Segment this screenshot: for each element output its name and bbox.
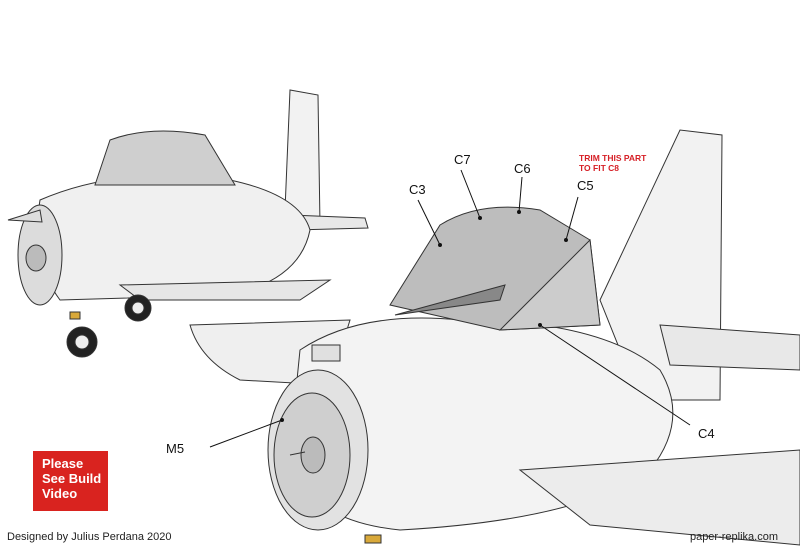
video-box-line3: Video <box>42 486 78 501</box>
label-c4: C4 <box>698 426 715 441</box>
site-credit: paper-replika.com <box>689 531 778 543</box>
large-plane-view <box>189 129 800 546</box>
build-video-box: Please See Build Video <box>33 451 108 511</box>
label-c6: C6 <box>514 161 531 176</box>
video-box-line2: See Build <box>42 471 102 486</box>
small-plane-view <box>7 89 369 358</box>
trim-note-line1: TRIM THIS PART <box>579 153 647 163</box>
label-m5: M5 <box>166 441 185 456</box>
label-c7: C7 <box>454 152 471 167</box>
trim-note: TRIM THIS PART TO FIT C8 <box>579 153 646 173</box>
label-c5: C5 <box>577 178 594 193</box>
label-c3: C3 <box>409 182 426 197</box>
trim-note-line2: TO FIT C8 <box>579 163 619 173</box>
designer-credit: Designed by Julius Perdana 2020 <box>7 531 172 543</box>
video-box-line1: Please <box>42 456 84 471</box>
leader-lines <box>209 169 691 448</box>
